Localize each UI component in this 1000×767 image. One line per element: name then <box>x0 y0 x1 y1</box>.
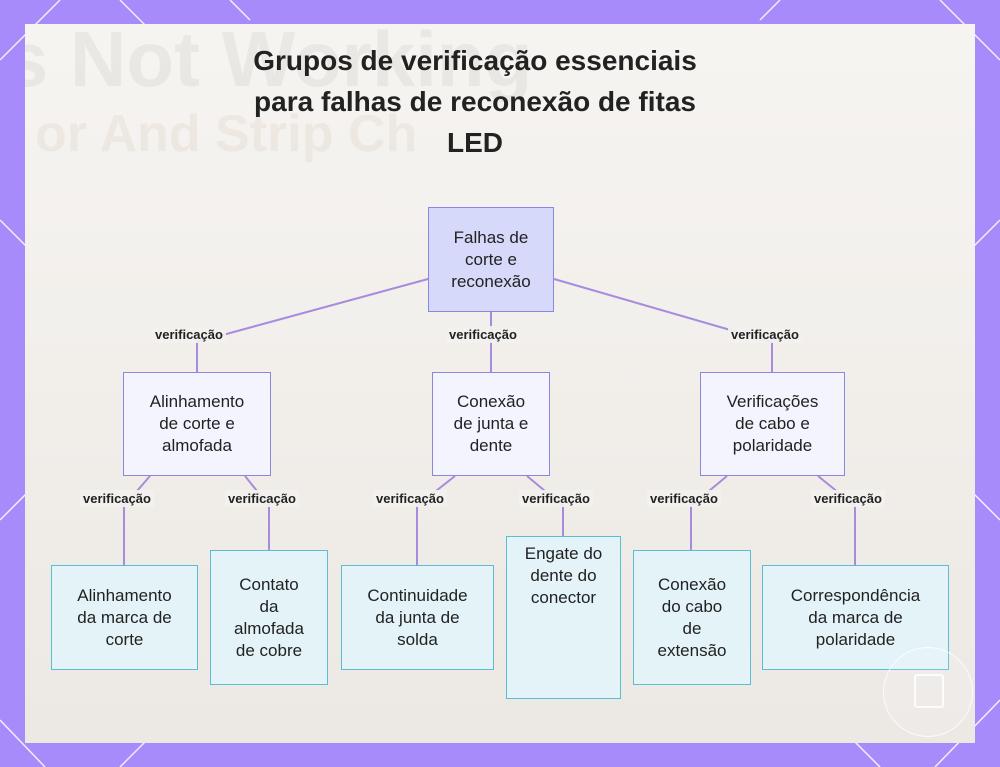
diagram-title: Grupos de verificação essenciais para fa… <box>200 40 750 163</box>
edge-label-root-group-2: verificação <box>446 326 520 343</box>
edge-group1-to-leaf-2 <box>244 475 270 550</box>
edge-label-leaf-3: verificação <box>373 490 447 507</box>
group-node-cut-alignment: Alinhamento de corte e almofada <box>123 372 271 476</box>
node-line: polaridade <box>732 436 813 455</box>
title-line: para falhas de reconexão de fitas <box>254 86 696 117</box>
edge-root-to-group-1 <box>196 278 429 372</box>
leaf-node-cut-mark-alignment: Alinhamento da marca de corte <box>51 565 198 670</box>
node-line: da marca de <box>77 607 172 627</box>
node-line: de <box>682 618 702 638</box>
node-line: conector <box>530 588 597 607</box>
node-line: da <box>259 596 279 616</box>
title-line: Grupos de verificação essenciais <box>253 45 697 76</box>
edge-label-root-group-1: verificação <box>152 326 226 343</box>
node-line: Conexão <box>657 574 727 594</box>
edge-label-leaf-1: verificação <box>80 490 154 507</box>
group-node-joint-connection: Conexão de junta e dente <box>432 372 550 476</box>
title-line: LED <box>447 127 503 158</box>
node-line: solda <box>397 629 438 649</box>
root-node-line: reconexão <box>451 271 531 291</box>
leaf-node-copper-pad-contact: Contato da almofada de cobre <box>210 550 328 685</box>
node-line: Conexão <box>456 392 526 411</box>
node-line: do cabo <box>661 596 723 616</box>
root-node: Falhas de corte e reconexão <box>428 207 554 312</box>
node-line: da marca de <box>808 607 903 627</box>
node-line: corte <box>105 629 144 649</box>
node-line: Alinhamento <box>149 392 245 411</box>
edge-label-leaf-5: verificação <box>647 490 721 507</box>
node-line: de cabo e <box>735 414 810 433</box>
node-line: dente <box>469 436 513 455</box>
node-line: dente do <box>530 566 597 585</box>
watermark-logo-icon <box>883 647 973 737</box>
node-line: extensão <box>657 640 727 660</box>
edge-group3-to-leaf-1 <box>690 475 728 550</box>
node-line: Verificações <box>726 392 819 411</box>
background-ghost-subtext: or And Strip Ch <box>35 105 418 163</box>
edge-label-root-group-3: verificação <box>728 326 802 343</box>
root-node-line: corte e <box>465 249 517 269</box>
edge-label-leaf-6: verificação <box>811 490 885 507</box>
node-line: almofada <box>162 436 232 455</box>
leaf-node-extension-cable: Conexão do cabo de extensão <box>633 550 751 685</box>
node-line: de cobre <box>235 640 303 660</box>
node-line: de junta e <box>453 414 529 433</box>
node-line: polaridade <box>815 629 896 649</box>
node-line: almofada <box>234 618 304 638</box>
node-line: de corte e <box>159 414 235 433</box>
node-line: Engate do <box>524 544 603 563</box>
edge-label-leaf-4: verificação <box>519 490 593 507</box>
leaf-node-connector-engagement: Engate do dente do conector <box>506 536 621 699</box>
node-line: Alinhamento <box>77 585 172 605</box>
node-line: Continuidade <box>367 585 468 605</box>
node-line: Correspondência <box>790 585 921 605</box>
node-line: da junta de <box>375 607 460 627</box>
leaf-node-solder-continuity: Continuidade da junta de solda <box>341 565 494 670</box>
group-node-cable-polarity: Verificações de cabo e polaridade <box>700 372 845 476</box>
background-ghost-text: s Not Working <box>25 24 533 103</box>
edge-label-leaf-2: verificação <box>225 490 299 507</box>
node-line: Contato <box>239 574 299 594</box>
root-node-line: Falhas de <box>453 227 529 247</box>
